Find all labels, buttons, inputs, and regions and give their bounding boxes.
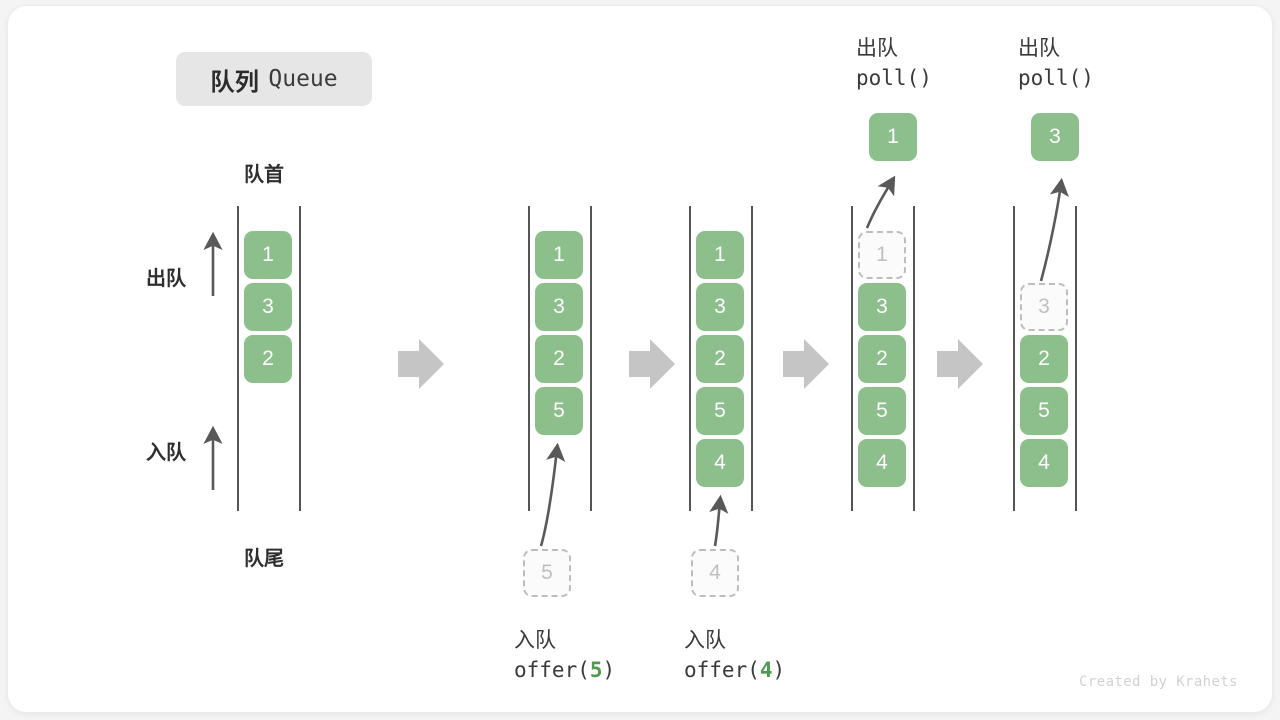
queue-2-item-3: 5 [535,387,583,435]
incoming-element-5: 5 [523,549,571,597]
popped-element-1: 1 [869,113,917,161]
queue-3-item-4: 4 [696,439,744,487]
queue-4-item-1: 2 [858,335,906,383]
op-offer-4-code: offer(4) [684,658,786,682]
queue-2-item-2: 2 [535,335,583,383]
queue-5-rail-right [1075,206,1077,511]
flow-arrow-poll-1 [865,175,896,229]
step-arrow-1 [398,339,444,389]
op-offer-5-code: offer(5) [514,658,616,682]
op-poll-2-chinese: 出队 [1018,37,1060,60]
title-english: Queue [268,66,338,92]
queue-4-item-2: 5 [858,387,906,435]
queue-4-item-3: 4 [858,439,906,487]
flow-arrow-offer-5 [539,442,566,547]
queue-3-rail-right [751,206,753,511]
queue-1-item-2: 2 [244,335,292,383]
queue-3-item-2: 2 [696,335,744,383]
dequeue-direction-label: 出队 [146,268,186,290]
enqueue-direction-label: 入队 [146,442,186,464]
queue-5-ghost-item: 3 [1020,283,1068,331]
queue-1-item-1: 3 [244,283,292,331]
step-arrow-3 [783,339,829,389]
step-arrow-4 [937,339,983,389]
flow-arrow-poll-2 [1039,177,1069,282]
op-offer-4-chinese: 入队 [684,629,726,652]
queue-3-item-1: 3 [696,283,744,331]
op-poll-1-chinese: 出队 [856,37,898,60]
queue-4-item-0: 3 [858,283,906,331]
queue-2-item-0: 1 [535,231,583,279]
incoming-element-4: 4 [691,549,739,597]
step-arrow-2 [629,339,675,389]
queue-tail-label: 队尾 [244,548,284,570]
queue-5-rail-left [1013,206,1015,511]
arrow-overlay [203,175,1069,547]
queue-5-item-1: 5 [1020,387,1068,435]
op-offer-5-chinese: 入队 [514,629,556,652]
watermark: Created by Krahets [1079,674,1238,690]
diagram-title-badge: 队列 Queue [176,52,372,106]
queue-4-rail-right [913,206,915,511]
title-chinese: 队列 [210,68,260,96]
queue-3-item-3: 5 [696,387,744,435]
queue-4-ghost-item: 1 [858,231,906,279]
queue-3-item-0: 1 [696,231,744,279]
queue-4-rail-left [851,206,853,511]
flow-arrow-offer-4 [709,494,729,547]
queue-head-label: 队首 [244,164,284,186]
queue-2-rail-left [528,206,530,511]
queue-1-rail-left [237,206,239,511]
op-poll-1-code: poll() [856,66,932,90]
popped-element-3: 3 [1031,113,1079,161]
queue-2-rail-right [590,206,592,511]
queue-1-item-0: 1 [244,231,292,279]
queue-5-item-0: 2 [1020,335,1068,383]
queue-5-item-2: 4 [1020,439,1068,487]
queue-3-rail-left [689,206,691,511]
queue-1-rail-right [299,206,301,511]
diagram-card: 队列 Queue 队首 队尾 出队 入队 出队 poll() 出队 poll()… [8,6,1272,712]
queue-2-item-1: 3 [535,283,583,331]
op-poll-2-code: poll() [1018,66,1094,90]
